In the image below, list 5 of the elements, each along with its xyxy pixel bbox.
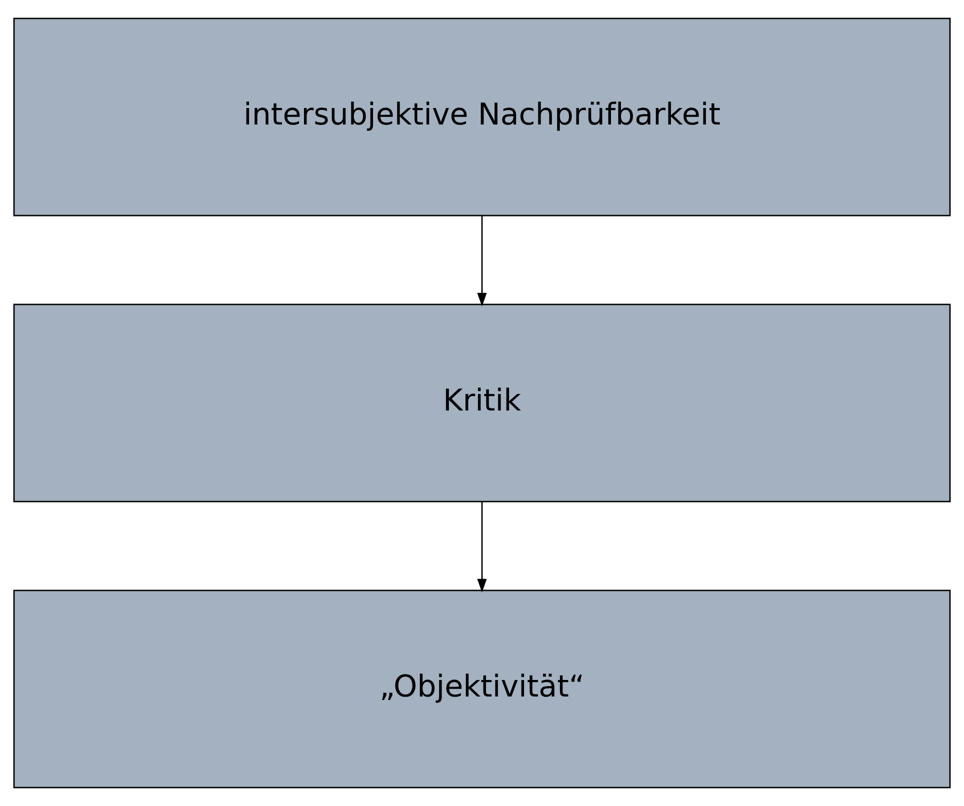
arrow xyxy=(477,502,487,593)
node-box: intersubjektive Nachprüfbarkeit xyxy=(13,18,951,216)
node-box: „Objektivität“ xyxy=(13,590,951,788)
node-box: Kritik xyxy=(13,304,951,502)
arrow xyxy=(477,216,487,307)
